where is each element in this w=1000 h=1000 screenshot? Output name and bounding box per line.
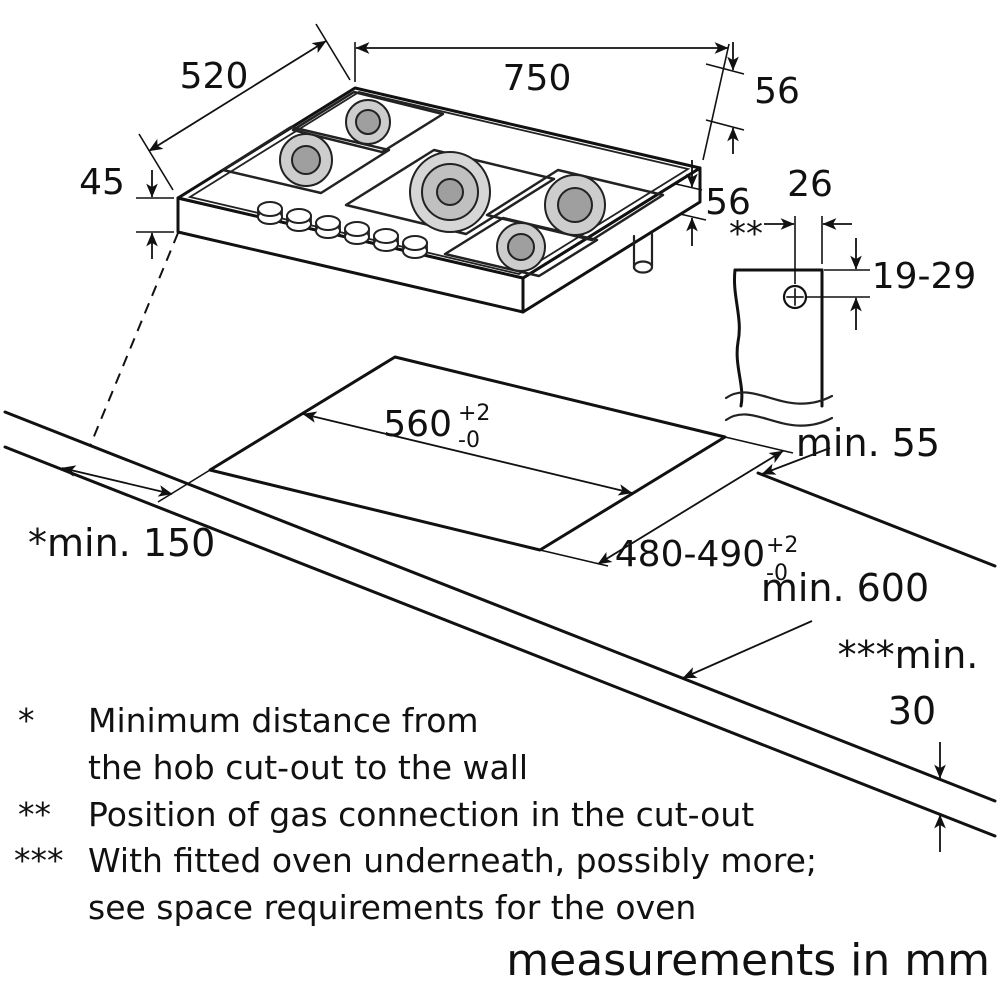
grate-right bbox=[485, 168, 665, 242]
dimension-480-490: 480-490 +2 -0 bbox=[539, 436, 798, 586]
dimension-min-150: *min. 150 bbox=[28, 465, 215, 565]
gas-connection-detail bbox=[724, 268, 834, 427]
dimension-56-rear: 56 bbox=[705, 42, 800, 154]
worktop-back-edge bbox=[756, 471, 997, 568]
min-30-prefix-label: ***min. bbox=[838, 633, 979, 677]
burner-rear bbox=[345, 99, 391, 145]
control-knob bbox=[402, 235, 428, 259]
burner-front bbox=[496, 222, 546, 272]
grate-front bbox=[443, 216, 599, 278]
burner-left bbox=[279, 133, 333, 187]
gas-inlet-stub bbox=[632, 232, 654, 274]
min-55-label: min. 55 bbox=[796, 421, 940, 465]
min-30-value-label: 30 bbox=[888, 689, 936, 733]
hob bbox=[176, 86, 702, 314]
dim-19-29-label: 19-29 bbox=[872, 256, 977, 297]
footnote-2-line-1: Position of gas connection in the cut-ou… bbox=[88, 795, 754, 834]
dim-480-490-tol-minus: -0 bbox=[766, 561, 788, 586]
min-150-label: *min. 150 bbox=[28, 521, 215, 565]
dimension-560: 560 +2 -0 bbox=[302, 401, 633, 496]
dimension-750: 750 bbox=[354, 42, 730, 161]
control-knobs bbox=[257, 201, 428, 259]
footnote-1-line-1: Minimum distance from bbox=[88, 701, 479, 740]
control-knob bbox=[257, 201, 283, 225]
dimension-520: 520 bbox=[138, 23, 351, 191]
dim-56-rear-label: 56 bbox=[754, 71, 800, 112]
dimension-min-55: min. 55 bbox=[761, 421, 940, 475]
footnote-3-line-1: With fitted oven underneath, possibly mo… bbox=[88, 841, 817, 880]
gas-ref-label: ** bbox=[729, 214, 763, 254]
dim-26-label: 26 bbox=[787, 164, 833, 205]
break-line-upper bbox=[724, 391, 834, 405]
dimension-min-30: ***min. 30 bbox=[838, 633, 979, 852]
dim-520-label: 520 bbox=[180, 56, 249, 97]
dim-560-tol-plus: +2 bbox=[458, 401, 490, 426]
dim-45-label: 45 bbox=[79, 162, 125, 203]
control-knob bbox=[286, 208, 312, 232]
control-knob bbox=[373, 228, 399, 252]
projection-dashed-line bbox=[89, 232, 179, 447]
gas-connection-point bbox=[782, 284, 808, 310]
dim-560-tol-minus: -0 bbox=[458, 428, 480, 453]
dim-480-490-label: 480-490 bbox=[615, 534, 765, 575]
dim-750-label: 750 bbox=[503, 58, 572, 99]
dimension-min-600: min. 600 bbox=[682, 566, 929, 679]
dimension-45: 45 bbox=[79, 162, 174, 259]
burner-center-wok bbox=[409, 151, 491, 233]
footnotes: * Minimum distance from the hob cut-out … bbox=[14, 701, 990, 986]
dim-480-490-tol-plus: +2 bbox=[766, 533, 798, 558]
min-600-label: min. 600 bbox=[761, 566, 929, 610]
dimension-19-29: 19-29 bbox=[806, 238, 976, 330]
footnote-1-symbol: * bbox=[18, 701, 35, 740]
dimension-56-front: 56 bbox=[675, 160, 751, 246]
dim-560-label: 560 bbox=[383, 404, 452, 445]
burners bbox=[279, 99, 606, 272]
footnote-1-line-2: the hob cut-out to the wall bbox=[88, 748, 528, 787]
control-knob bbox=[344, 221, 370, 245]
control-knob bbox=[315, 215, 341, 239]
footnote-2-symbol: ** bbox=[18, 795, 51, 834]
footnote-3-line-2: see space requirements for the oven bbox=[88, 888, 696, 927]
dimension-26: 26 ** bbox=[729, 164, 852, 284]
burner-right bbox=[544, 174, 606, 236]
dim-56-front-label: 56 bbox=[705, 182, 751, 223]
break-line-lower bbox=[724, 413, 834, 427]
units-note: measurements in mm bbox=[506, 935, 990, 986]
worktop-front-edge-bottom bbox=[3, 445, 997, 838]
footnote-3-symbol: *** bbox=[14, 841, 64, 880]
detail-left-edge bbox=[732, 268, 744, 408]
